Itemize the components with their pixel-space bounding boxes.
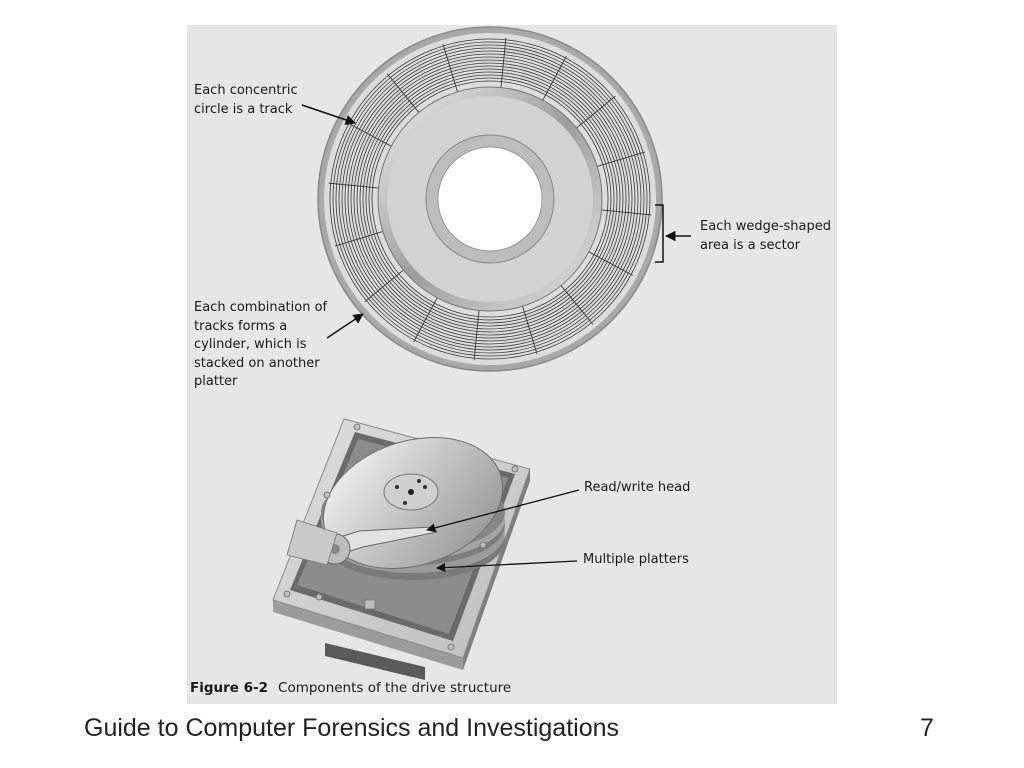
sector-line [500,37,507,88]
sector-line [442,43,458,92]
sector-callout: Each wedge-shaped area is a sector [700,218,831,255]
sector-line [386,73,420,113]
sector-line [588,251,634,276]
track-ring [338,47,642,351]
figure-caption-text: Components of the drive structure [278,680,512,696]
cylinder-callout-line-1: Each combination of [194,300,328,315]
platters-callout-line-1: Multiple platters [583,552,689,567]
track-ring [347,56,633,342]
sector-line [560,285,594,325]
figure-panel: Each concentric circle is a track Each w… [187,25,837,704]
track-ring [335,44,645,354]
track-ring [356,65,624,333]
cylinder-callout-line-5: platter [194,374,238,389]
figure-caption: Figure 6-2 Components of the drive struct… [190,680,511,696]
sector-lines [328,37,652,361]
sector-bracket [655,204,664,263]
track-ring [329,38,651,360]
cylinder-callout-line-3: cylinder, which is [194,337,307,352]
track-ring [371,80,609,318]
track-ring [332,41,648,357]
track-ring [362,71,618,327]
track-ring [368,77,612,321]
platter-diagram [317,26,663,372]
sector-line [576,95,616,129]
track-ring [350,59,630,339]
platters-callout: Multiple platters [583,551,689,570]
sector-line [346,122,392,147]
cylinder-callout-line-4: stacked on another [194,355,320,371]
sector-line [473,310,480,361]
sector-line [522,306,538,355]
sector-callout-line-2: area is a sector [700,237,801,253]
footer-title: Guide to Computer Forensics and Investig… [84,714,619,742]
sector-line [413,297,438,343]
track-ring [341,50,639,348]
head-callout: Read/write head [584,479,690,498]
sector-line [542,55,567,101]
track-ring [353,62,627,336]
sector-line [601,209,652,216]
track-callout-line-2: circle is a track [194,101,293,117]
sector-line [334,231,383,247]
head-arrow [426,489,580,533]
sector-line [597,151,646,167]
sector-line [328,182,379,189]
track-rings [329,38,651,360]
page-number: 7 [920,714,934,742]
figure-number: Figure 6-2 [190,680,269,696]
platters-arrow [436,560,578,573]
cylinder-callout: Each combination of tracks forms a cylin… [194,299,327,392]
sector-line [364,269,404,303]
track-ring [365,74,615,324]
drive-structure-diagram [272,26,691,680]
cylinder-arrow [326,313,364,339]
track-callout-line-1: Each concentric [194,83,298,98]
cylinder-callout-line-2: tracks forms a [194,318,288,334]
head-callout-line-1: Read/write head [584,480,691,495]
track-ring [344,53,636,345]
track-arrow [301,104,356,125]
sector-callout-line-1: Each wedge-shaped [700,219,832,234]
hard-drive-illustration [272,418,531,680]
track-callout: Each concentric circle is a track [194,82,298,119]
track-ring [359,68,621,330]
